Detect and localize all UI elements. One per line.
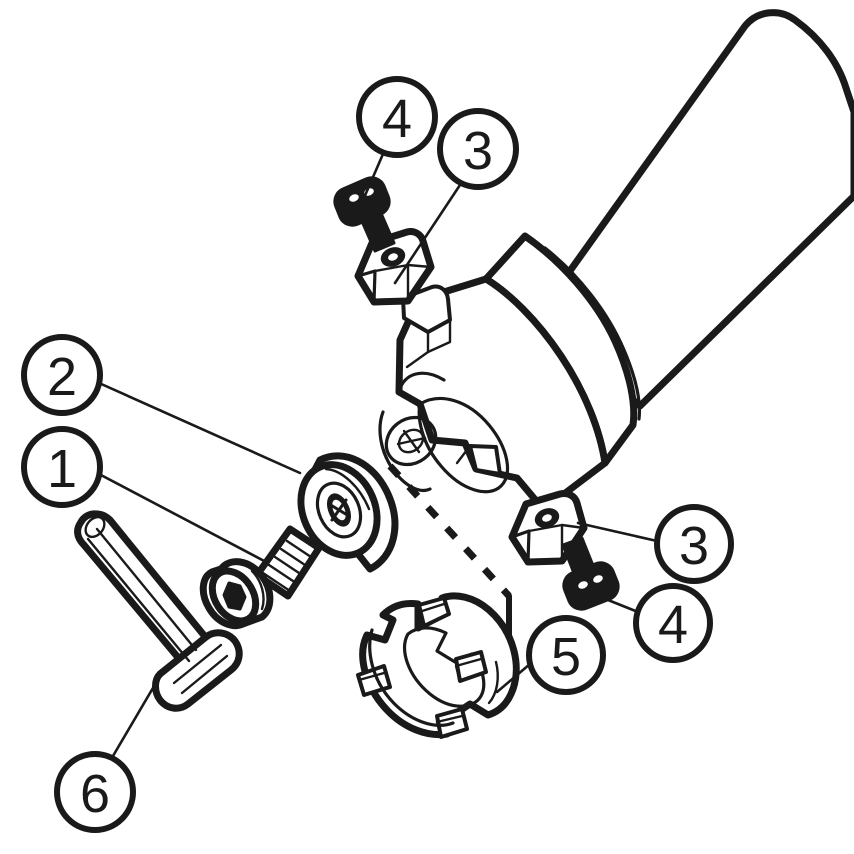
callout-6: 6 xyxy=(54,674,162,833)
callout-3-bottom-label: 3 xyxy=(679,516,709,576)
callout-3-bottom-leader-line xyxy=(576,521,659,543)
callout-1-leader-line xyxy=(97,472,270,565)
cap-screw xyxy=(199,525,323,630)
callout-5-balloon xyxy=(526,615,606,695)
callout-4-bottom-balloon xyxy=(633,583,713,663)
callout-1-balloon xyxy=(21,426,103,508)
holder-body xyxy=(378,232,642,513)
tool-shank xyxy=(533,9,854,410)
callout-5-leader-line xyxy=(495,662,532,694)
callout-4-bottom-leader-line xyxy=(591,592,640,614)
callout-1-label: 1 xyxy=(47,439,77,499)
callout-4-top-balloon xyxy=(356,76,438,158)
callout-3-top-balloon xyxy=(437,108,519,190)
callout-4-bottom-label: 4 xyxy=(658,595,688,655)
callout-2-label: 2 xyxy=(47,347,77,407)
callout-4-top: 4 xyxy=(355,76,438,216)
callout-3-bottom: 3 xyxy=(576,504,734,584)
callout-3-top: 3 xyxy=(393,108,519,285)
hex-key xyxy=(74,510,243,712)
callout-5-label: 5 xyxy=(551,627,581,687)
callout-3-top-label: 3 xyxy=(463,121,493,181)
callout-2-balloon xyxy=(21,334,103,416)
callout-5: 5 xyxy=(495,615,606,695)
callout-1: 1 xyxy=(21,426,270,565)
callout-2: 2 xyxy=(21,334,302,475)
callout-6-label: 6 xyxy=(80,764,110,824)
callout-6-leader-line xyxy=(111,674,162,758)
clamp-screw-bottom xyxy=(561,536,620,611)
coupling-disc xyxy=(356,592,520,739)
spacer-washer xyxy=(297,452,399,573)
callout-6-balloon xyxy=(54,751,136,833)
clamp-screw-top xyxy=(333,176,396,253)
callout-2-leader-line xyxy=(97,381,302,475)
callout-4-top-leader-line xyxy=(355,152,385,216)
callout-3-top-leader-line xyxy=(393,183,462,285)
callout-4-top-label: 4 xyxy=(382,89,412,149)
callout-3-bottom-balloon xyxy=(654,504,734,584)
callout-4-bottom: 4 xyxy=(591,583,713,663)
